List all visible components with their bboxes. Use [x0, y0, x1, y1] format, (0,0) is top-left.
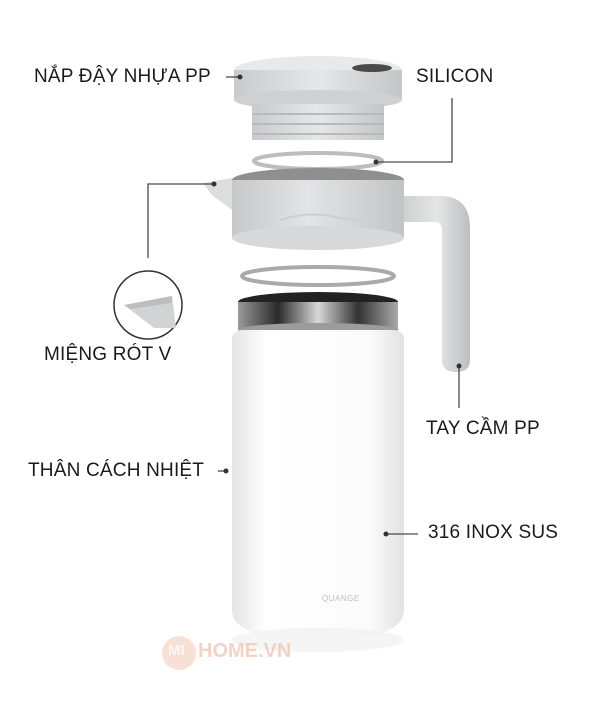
handle-label: TAY CẦM PP [426, 418, 540, 439]
collar [203, 168, 404, 250]
handle-shape [404, 196, 470, 372]
brand-mark: QUANGE [322, 594, 360, 603]
seal-label: SILICON [416, 66, 494, 87]
watermark-logo-icon [162, 636, 196, 670]
inner-label-box: 316 INOX SUS [418, 516, 569, 550]
lid [234, 56, 402, 140]
spout-label: MIỆNG RÓT V [44, 344, 172, 365]
watermark-text: HOME.VN [198, 640, 292, 662]
lid-label: NẮP ĐẬY NHỰA PP [34, 66, 211, 87]
body-label: THÂN CÁCH NHIỆT [28, 460, 205, 481]
watermark-mi: MI [168, 642, 185, 659]
inner-label: 316 INOX SUS [428, 522, 559, 543]
